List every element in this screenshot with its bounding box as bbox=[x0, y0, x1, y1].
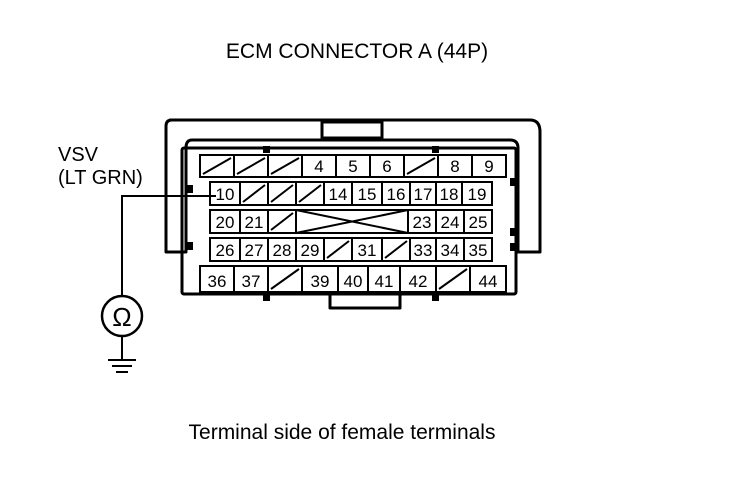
terminal-cavity: 28 bbox=[267, 237, 297, 262]
empty-cavity bbox=[199, 154, 235, 178]
terminal-cavity: 39 bbox=[301, 265, 339, 293]
diagram-caption: Terminal side of female terminals bbox=[189, 421, 496, 444]
empty-cavity bbox=[233, 154, 269, 178]
terminal-number: 35 bbox=[469, 241, 488, 260]
terminal-cavity: 5 bbox=[335, 154, 371, 178]
ohmmeter-circle bbox=[100, 294, 144, 338]
terminal-number: 23 bbox=[413, 213, 432, 232]
terminal-number: 20 bbox=[216, 213, 235, 232]
empty-cavity bbox=[267, 181, 297, 206]
empty-cavity bbox=[267, 209, 297, 234]
terminal-cavity: 14 bbox=[323, 181, 353, 206]
ohm-symbol: Ω bbox=[112, 302, 131, 332]
empty-cavity bbox=[403, 154, 439, 178]
terminal-number: 6 bbox=[382, 157, 391, 176]
terminal-number: 40 bbox=[344, 272, 363, 291]
empty-cavity bbox=[295, 181, 325, 206]
terminal-number: 33 bbox=[414, 241, 433, 260]
terminal-cavity: 27 bbox=[239, 237, 269, 262]
empty-cavity bbox=[435, 265, 471, 293]
connector-housing bbox=[164, 118, 542, 310]
ohmmeter: Ω bbox=[100, 294, 144, 338]
terminal-number: 34 bbox=[441, 241, 460, 260]
terminal-cavity: 29 bbox=[295, 237, 325, 262]
terminal-cavity: 42 bbox=[399, 265, 437, 293]
blocked-cavity bbox=[295, 209, 409, 234]
terminal-cavity: 44 bbox=[469, 265, 507, 293]
wire-label-vsv: VSV bbox=[58, 144, 99, 166]
terminal-number: 16 bbox=[387, 185, 406, 204]
terminal-number: 31 bbox=[358, 241, 377, 260]
terminal-cavity: 18 bbox=[435, 181, 463, 206]
terminal-number: 26 bbox=[216, 241, 235, 260]
terminal-cavity: 17 bbox=[409, 181, 437, 206]
terminal-number: 18 bbox=[440, 185, 459, 204]
empty-cavity bbox=[323, 237, 353, 262]
empty-cavity bbox=[267, 265, 303, 293]
terminal-number: 10 bbox=[216, 185, 235, 204]
empty-cavity bbox=[381, 237, 411, 262]
wire-label-color: (LT GRN) bbox=[58, 167, 143, 189]
empty-cavity bbox=[267, 154, 303, 178]
terminal-number: 8 bbox=[450, 157, 459, 176]
terminal-cavity: 4 bbox=[301, 154, 337, 178]
terminal-cavity: 8 bbox=[437, 154, 473, 178]
terminal-number: 36 bbox=[208, 272, 227, 291]
terminal-cavity: 36 bbox=[199, 265, 235, 293]
terminal-cavity: 37 bbox=[233, 265, 269, 293]
terminal-cavity: 20 bbox=[209, 209, 241, 234]
terminal-number: 4 bbox=[314, 157, 323, 176]
empty-cavity bbox=[239, 181, 269, 206]
probe-wire bbox=[108, 195, 216, 373]
terminal-number: 19 bbox=[468, 185, 487, 204]
terminal-cavity: 34 bbox=[435, 237, 465, 262]
terminal-cavity: 31 bbox=[351, 237, 383, 262]
terminal-number: 15 bbox=[358, 185, 377, 204]
terminal-cavity: 10 bbox=[209, 181, 241, 206]
diagram-title: ECM CONNECTOR A (44P) bbox=[226, 40, 488, 63]
terminal-number: 17 bbox=[414, 185, 433, 204]
terminal-cavity: 23 bbox=[407, 209, 437, 234]
terminal-number: 41 bbox=[375, 272, 394, 291]
terminal-number: 24 bbox=[441, 213, 460, 232]
terminal-cavity: 9 bbox=[471, 154, 507, 178]
terminal-number: 14 bbox=[329, 185, 348, 204]
terminal-cavity: 33 bbox=[409, 237, 437, 262]
terminal-number: 39 bbox=[311, 272, 330, 291]
terminal-number: 29 bbox=[301, 241, 320, 260]
terminal-cavity: 40 bbox=[337, 265, 369, 293]
terminal-number: 42 bbox=[409, 272, 428, 291]
terminal-cavity: 41 bbox=[367, 265, 401, 293]
terminal-cavity: 15 bbox=[351, 181, 383, 206]
terminal-cavity: 35 bbox=[463, 237, 493, 262]
terminal-cavity: 16 bbox=[381, 181, 411, 206]
terminal-number: 27 bbox=[245, 241, 264, 260]
terminal-grid: 4 5 6 8 9 10 14 15 16 17 18 19 20 21 23 24 25 26 27 28 29 31 3… bbox=[199, 154, 507, 293]
terminal-number: 9 bbox=[484, 157, 493, 176]
terminal-cavity: 6 bbox=[369, 154, 405, 178]
terminal-cavity: 21 bbox=[239, 209, 269, 234]
terminal-number: 37 bbox=[242, 272, 261, 291]
terminal-cavity: 19 bbox=[461, 181, 493, 206]
latch-marks bbox=[186, 146, 517, 301]
terminal-cavity: 24 bbox=[435, 209, 465, 234]
terminal-number: 5 bbox=[348, 157, 357, 176]
terminal-cavity: 25 bbox=[463, 209, 493, 234]
terminal-cavity: 26 bbox=[209, 237, 241, 262]
terminal-number: 21 bbox=[245, 213, 264, 232]
terminal-number: 28 bbox=[273, 241, 292, 260]
terminal-number: 25 bbox=[469, 213, 488, 232]
terminal-number: 44 bbox=[479, 272, 498, 291]
